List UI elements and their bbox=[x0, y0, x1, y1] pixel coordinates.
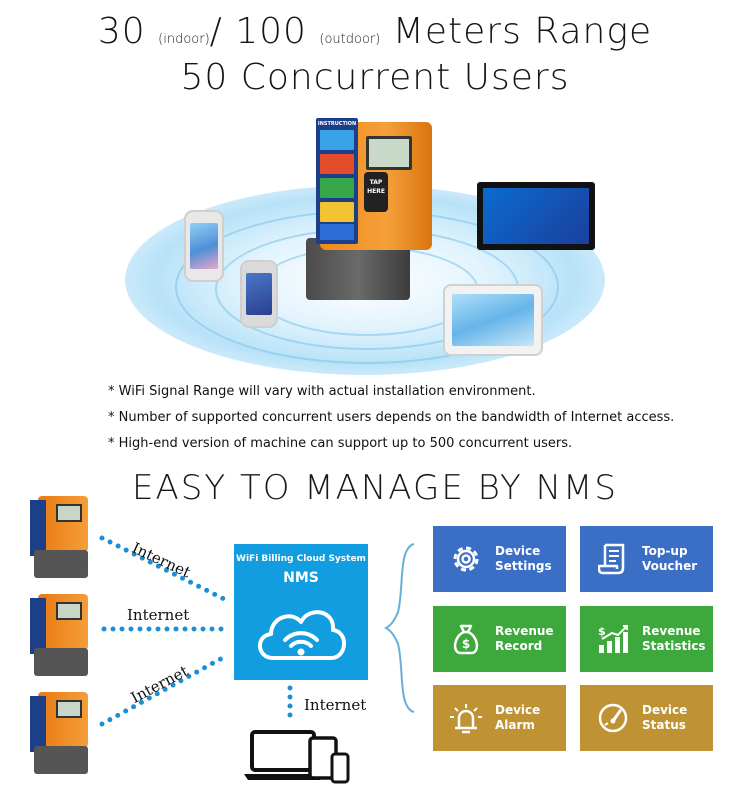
kiosk-instruction-label: INSTRUCTION bbox=[317, 121, 357, 127]
group-brace bbox=[383, 543, 415, 713]
voucher-icon bbox=[590, 542, 636, 576]
footnote: * Number of supported concurrent users d… bbox=[108, 410, 675, 425]
kiosk-tap-here-pad: TAP HERE bbox=[364, 172, 388, 212]
tile-label-line: Record bbox=[495, 639, 543, 653]
internet-label: Internet bbox=[127, 606, 190, 624]
link-dots bbox=[99, 535, 229, 603]
kiosk-screen bbox=[366, 136, 412, 170]
alarm-bell-icon bbox=[443, 702, 489, 734]
android-phone-image bbox=[240, 260, 278, 328]
link-dots bbox=[99, 653, 229, 727]
internet-label: Internet bbox=[304, 696, 367, 714]
users-heading: 50 Concurrent Users bbox=[180, 57, 570, 98]
range-heading: 30 (indoor)/ 100 (outdoor) Meters Range bbox=[0, 10, 750, 62]
range-outdoor-number: 100 bbox=[235, 11, 307, 52]
footnotes: * WiFi Signal Range will vary with actua… bbox=[108, 379, 674, 457]
tile-label-line: Revenue bbox=[642, 624, 701, 638]
tile-label-line: Device bbox=[495, 703, 541, 717]
footnote: * High-end version of machine can suppor… bbox=[108, 436, 573, 451]
cloud-wifi-icon bbox=[258, 610, 346, 660]
kiosk-thumbnail bbox=[30, 692, 92, 776]
client-devices-icon bbox=[244, 730, 350, 784]
tile-label-line: Settings bbox=[495, 559, 552, 573]
iphone-image bbox=[184, 210, 224, 282]
here-text: HERE bbox=[367, 188, 385, 195]
range-indoor-label: (indoor) bbox=[158, 32, 210, 47]
tile-label-line: Statistics bbox=[642, 639, 706, 653]
tile-label-line: Revenue bbox=[495, 624, 554, 638]
gauge-icon bbox=[590, 701, 636, 735]
nms-cloud-box: WiFi Billing Cloud System NMS bbox=[234, 544, 368, 680]
kiosk-tile bbox=[320, 202, 354, 222]
range-suffix: Meters Range bbox=[392, 11, 653, 52]
kiosk-tile bbox=[320, 224, 354, 240]
svg-text:$: $ bbox=[598, 625, 606, 638]
kiosk-tile bbox=[320, 130, 354, 150]
ipad-image bbox=[443, 284, 543, 356]
gear-icon bbox=[443, 542, 489, 576]
range-separator: / bbox=[209, 11, 223, 52]
tile-label-line: Top-up bbox=[642, 544, 688, 558]
range-indoor-number: 30 bbox=[97, 11, 146, 52]
cloud-system-name: NMS bbox=[283, 570, 319, 586]
kiosk-tile bbox=[320, 178, 354, 198]
tile-label-line: Device bbox=[642, 703, 688, 717]
tile-label-line: Voucher bbox=[642, 559, 698, 573]
svg-text:$: $ bbox=[462, 637, 470, 651]
kiosk-thumbnail bbox=[30, 594, 92, 678]
tile-label-line: Device bbox=[495, 544, 541, 558]
cloud-system-title: WiFi Billing Cloud System bbox=[236, 554, 366, 564]
kiosk-thumbnail bbox=[30, 496, 92, 580]
kiosk-tile bbox=[320, 154, 354, 174]
tile-label-line: Alarm bbox=[495, 718, 535, 732]
tap-text: TAP bbox=[369, 179, 383, 186]
growth-chart-icon: $ bbox=[590, 623, 636, 655]
surface-tablet-image bbox=[477, 182, 595, 250]
tile-label-line: Status bbox=[642, 718, 686, 732]
range-outdoor-label: (outdoor) bbox=[319, 32, 381, 47]
money-bag-icon: $ bbox=[443, 622, 489, 656]
nms-heading: EASY TO MANAGE BY NMS bbox=[132, 468, 618, 508]
footnote: * WiFi Signal Range will vary with actua… bbox=[108, 384, 536, 399]
